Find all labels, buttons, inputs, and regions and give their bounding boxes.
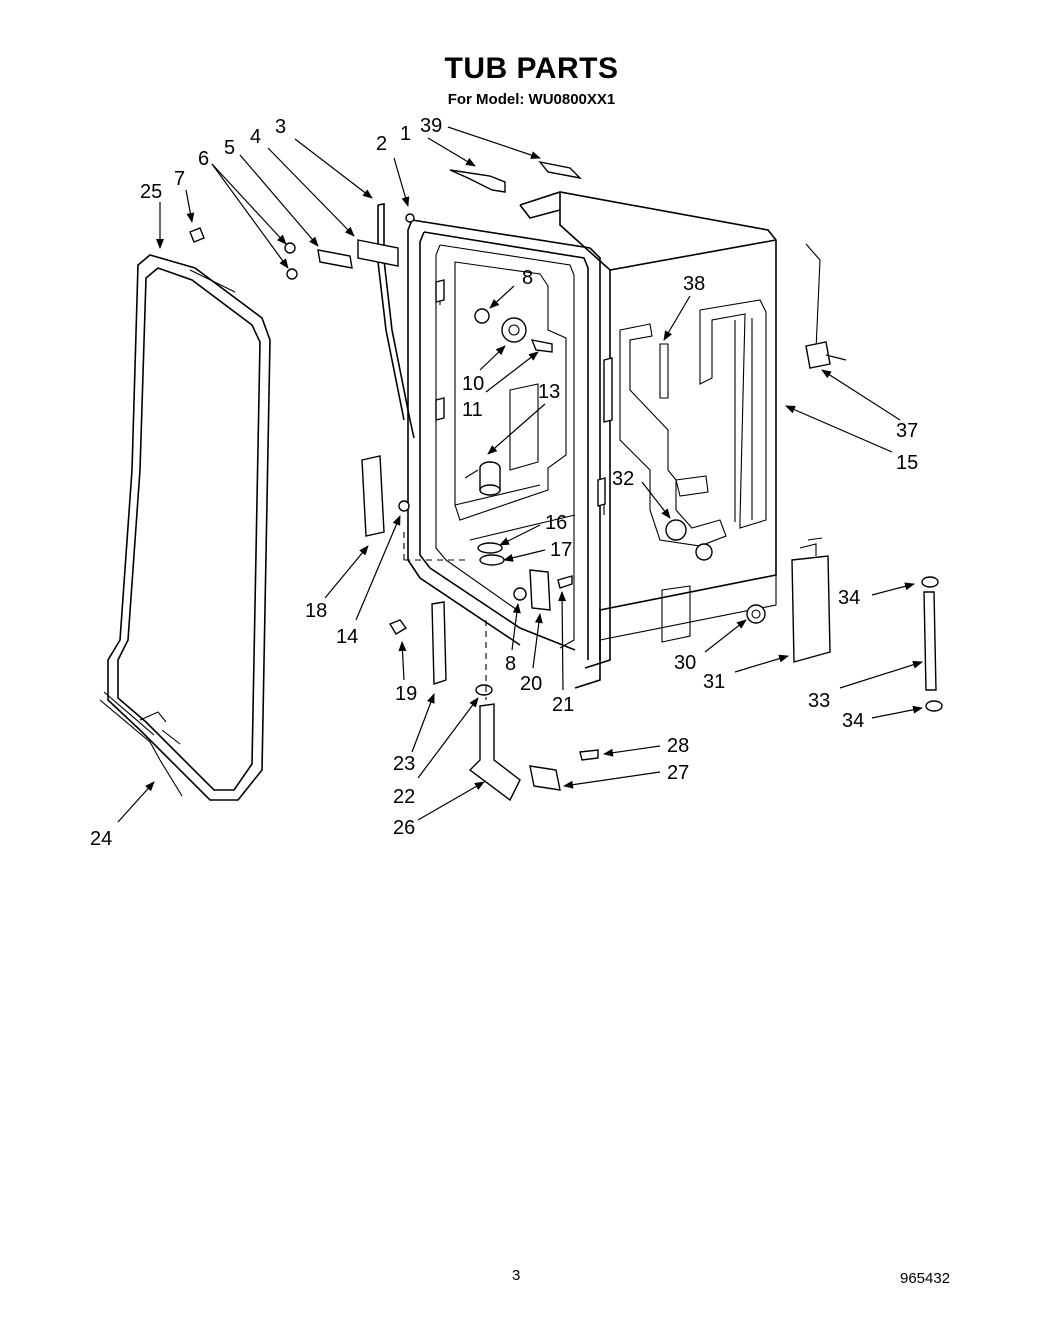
callout-39: 39	[420, 115, 442, 137]
callout-19: 19	[395, 683, 417, 705]
callout-32: 32	[612, 468, 634, 490]
callout-26: 26	[393, 817, 415, 839]
small-parts	[189, 160, 943, 802]
callout-28: 28	[667, 735, 689, 757]
callout-22: 22	[393, 786, 415, 808]
callout-7: 7	[174, 168, 185, 190]
document-number: 965432	[900, 1270, 951, 1287]
callout-11: 11	[462, 399, 483, 421]
callout-13: 13	[538, 381, 560, 403]
leader-lines	[117, 126, 923, 823]
callout-21: 21	[552, 694, 574, 716]
callout-5: 5	[224, 137, 235, 159]
callout-16: 16	[545, 512, 567, 534]
callout-38: 38	[683, 273, 705, 295]
callout-17: 17	[550, 539, 572, 561]
page-number: 3	[512, 1267, 521, 1284]
callout-34-lower: 34	[842, 710, 864, 732]
tub-front-frame	[403, 219, 613, 689]
callout-10: 10	[462, 373, 484, 395]
callout-8-upper: 8	[522, 267, 533, 289]
callout-1: 1	[400, 123, 411, 145]
callout-8-lower: 8	[505, 653, 516, 675]
vent-strip	[377, 203, 415, 439]
door-gasket	[99, 254, 271, 801]
callout-6: 6	[198, 148, 209, 170]
callout-labels: 1 2 3 4 5 6 7 8 8 10 11 13 14 15 16 17 1…	[90, 115, 918, 850]
callout-34-upper: 34	[838, 587, 860, 609]
callout-30: 30	[674, 652, 696, 674]
callout-3: 3	[275, 116, 286, 138]
callout-23: 23	[393, 753, 415, 775]
callout-31: 31	[703, 671, 725, 693]
callout-24: 24	[90, 828, 112, 850]
callout-18: 18	[305, 600, 327, 622]
callout-4: 4	[250, 126, 261, 148]
callout-15: 15	[896, 452, 918, 474]
tub-body	[519, 191, 821, 669]
callout-25: 25	[140, 181, 162, 203]
callout-20: 20	[520, 673, 542, 695]
callout-27: 27	[667, 762, 689, 784]
callout-37: 37	[896, 420, 918, 442]
model-subtitle: For Model: WU0800XX1	[447, 91, 616, 108]
page-title: TUB PARTS	[444, 52, 619, 85]
callout-2: 2	[376, 133, 387, 155]
callout-33: 33	[808, 690, 830, 712]
callout-14: 14	[336, 626, 358, 648]
